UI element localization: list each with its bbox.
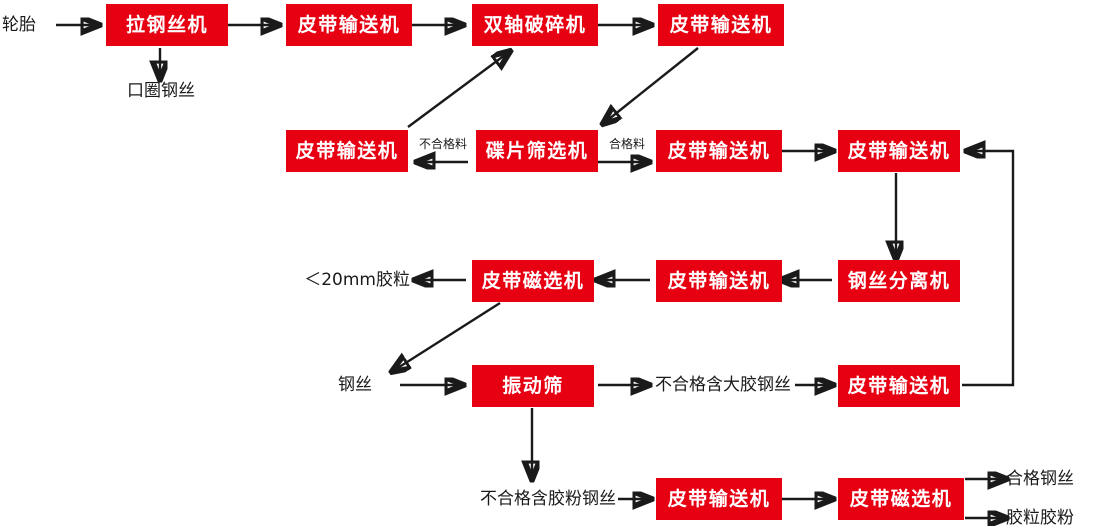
edge-label-unqualified-material: 不合格料 <box>418 137 467 151</box>
node-twin-shaft-shredder[interactable]: 双轴破碎机 <box>472 4 598 46</box>
feedback-loop-to-belt-r2c <box>962 151 1015 387</box>
node-steel-wire-separator[interactable]: 钢丝分离机 <box>838 260 960 302</box>
node-reject-powder-rubber-wire: 不合格含胶粉钢丝 <box>480 488 616 509</box>
node-belt-conveyor-r2-c[interactable]: 皮带输送机 <box>838 130 960 172</box>
node-belt-magnetic-separator-r3[interactable]: 皮带磁选机 <box>472 260 594 302</box>
node-qualified-steel-wire: 合格钢丝 <box>1006 468 1074 489</box>
arrow-belt-r2a-to-shredder <box>407 52 509 128</box>
node-rubber-granule-powder: 胶粒胶粉 <box>1006 507 1074 526</box>
node-belt-conveyor-r3[interactable]: 皮带输送机 <box>656 260 782 302</box>
node-wire-drawing-machine[interactable]: 拉钢丝机 <box>106 4 228 46</box>
arrow-belt-r1b-to-discscreener <box>604 47 699 123</box>
node-tire-input: 轮胎 <box>2 14 36 35</box>
arrow-magsep-r3-to-steelwire <box>393 301 501 371</box>
node-disc-screener[interactable]: 碟片筛选机 <box>476 130 598 172</box>
node-reject-big-rubber-wire: 不合格含大胶钢丝 <box>655 374 791 395</box>
node-belt-conveyor-r5[interactable]: 皮带输送机 <box>656 478 782 520</box>
node-steel-wire-input: 钢丝 <box>338 374 372 395</box>
node-bead-wire-output: 口圈钢丝 <box>127 80 195 101</box>
node-belt-conveyor-r2-a[interactable]: 皮带输送机 <box>286 130 408 172</box>
node-belt-conveyor-r1-b[interactable]: 皮带输送机 <box>658 4 784 46</box>
node-belt-conveyor-r1-a[interactable]: 皮带输送机 <box>286 4 412 46</box>
node-rubber-granule-output: ＜20mm胶粒 <box>304 269 410 290</box>
node-vibrating-screen[interactable]: 振动筛 <box>472 365 594 407</box>
node-belt-magnetic-separator-r5[interactable]: 皮带磁选机 <box>838 478 964 520</box>
node-belt-conveyor-r2-b[interactable]: 皮带输送机 <box>656 130 782 172</box>
edge-label-qualified-material: 合格料 <box>608 137 645 151</box>
node-belt-conveyor-r4[interactable]: 皮带输送机 <box>838 365 960 407</box>
